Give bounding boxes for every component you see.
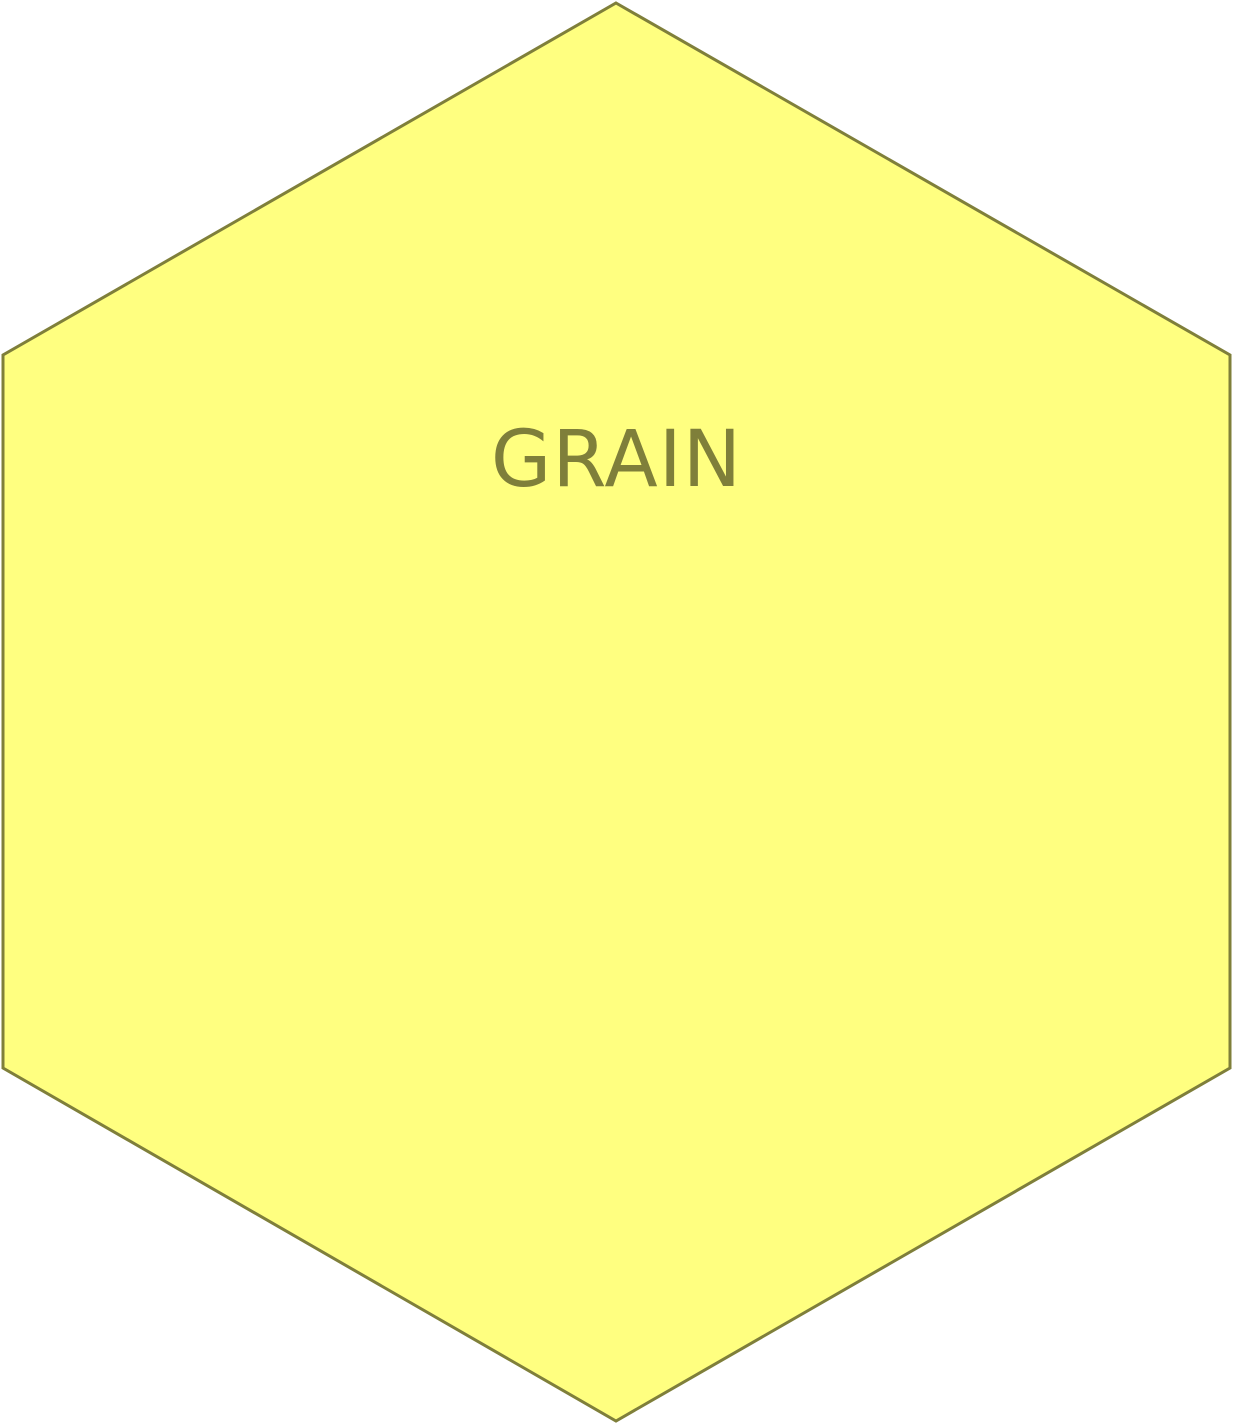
resource-label: GRAIN (490, 415, 743, 505)
